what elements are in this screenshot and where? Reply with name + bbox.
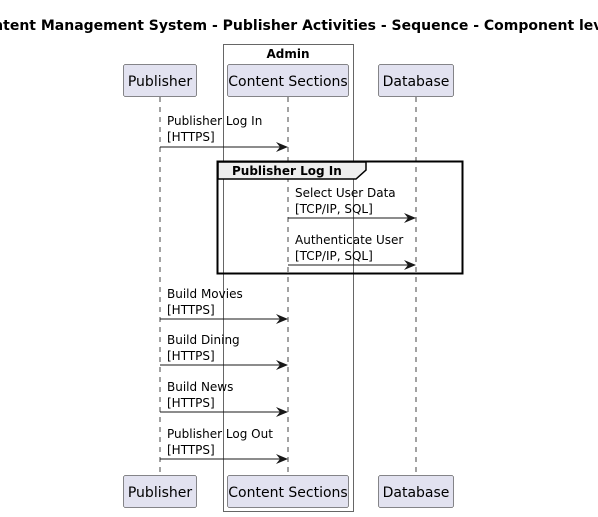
diagram-title: Content Management System - Publisher Ac…	[0, 18, 598, 34]
participant-content-sections-bottom: Content Sections	[227, 475, 349, 508]
participant-publisher-bottom: Publisher	[123, 475, 197, 508]
participant-label: Publisher	[128, 485, 193, 501]
message-select-user-data: Select User Data [TCP/IP, SQL]	[288, 186, 416, 223]
message-protocol: [HTTPS]	[167, 349, 215, 363]
message-protocol: [HTTPS]	[167, 303, 215, 317]
message-label: Publisher Log Out	[167, 427, 273, 441]
message-label: Publisher Log In	[167, 114, 262, 128]
message-protocol: [TCP/IP, SQL]	[295, 202, 373, 216]
participant-label: Content Sections	[228, 74, 347, 90]
message-build-news: Build News [HTTPS]	[160, 380, 288, 417]
participant-database-bottom: Database	[378, 475, 454, 508]
participant-publisher-top: Publisher	[123, 64, 197, 97]
boundary-label: Admin	[266, 47, 309, 61]
message-publisher-log-out: Publisher Log Out [HTTPS]	[160, 427, 288, 464]
message-authenticate-user: Authenticate User [TCP/IP, SQL]	[288, 233, 416, 270]
participant-content-sections-top: Content Sections	[227, 64, 349, 97]
participant-label: Database	[383, 74, 450, 90]
message-label: Build News	[167, 380, 233, 394]
message-label: Build Movies	[167, 287, 243, 301]
message-label: Build Dining	[167, 333, 240, 347]
message-label: Select User Data	[295, 186, 396, 200]
admin-boundary	[223, 44, 354, 512]
message-build-movies: Build Movies [HTTPS]	[160, 287, 288, 324]
group-frame-publisher-log-in: Publisher Log In	[216, 160, 464, 275]
message-protocol: [HTTPS]	[167, 443, 215, 457]
participant-label: Content Sections	[228, 485, 347, 501]
message-protocol: [HTTPS]	[167, 130, 215, 144]
group-label: Publisher Log In	[232, 164, 342, 178]
participant-label: Publisher	[128, 74, 193, 90]
message-label: Authenticate User	[295, 233, 403, 247]
participant-database-top: Database	[378, 64, 454, 97]
message-publisher-log-in: Publisher Log In [HTTPS]	[160, 114, 288, 152]
message-build-dining: Build Dining [HTTPS]	[160, 333, 288, 370]
message-protocol: [HTTPS]	[167, 396, 215, 410]
message-protocol: [TCP/IP, SQL]	[295, 249, 373, 263]
participant-label: Database	[383, 485, 450, 501]
